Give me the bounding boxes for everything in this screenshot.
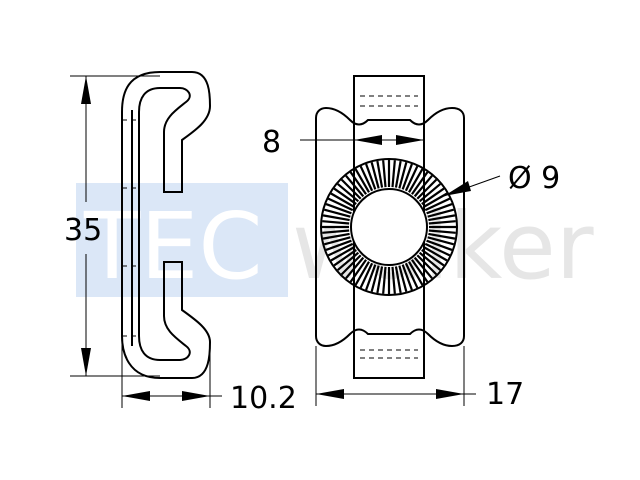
serration-tooth — [327, 242, 354, 257]
serration-tooth — [416, 178, 438, 200]
height-label: 35 — [64, 213, 102, 248]
side-view — [121, 71, 212, 379]
diameter-dimension: Ø 9 — [443, 161, 560, 197]
width-arrow-right — [436, 389, 464, 399]
serrated-washer-outer-edge — [320, 158, 458, 296]
serrated-washer — [322, 160, 456, 294]
height-arrow-bottom — [81, 348, 91, 376]
serration-tooth — [416, 254, 438, 276]
serration-tooth — [428, 220, 456, 225]
serration-tooth — [354, 168, 370, 193]
serration-tooth — [401, 163, 413, 190]
serration-tooth — [330, 246, 355, 262]
serration-tooth — [404, 262, 419, 289]
serration-tooth — [408, 168, 424, 193]
thickness-arrow-right — [182, 391, 210, 401]
serration-tooth — [421, 249, 445, 267]
serration-tooth — [345, 256, 365, 280]
slot-width-arrow-left — [354, 135, 382, 145]
serration-tooth — [418, 183, 442, 203]
serration-tooth — [322, 220, 350, 225]
serration-tooth — [426, 239, 453, 251]
serration-tooth — [336, 183, 360, 203]
serration-tooth — [404, 165, 419, 192]
serration-tooth — [423, 192, 448, 208]
serration-tooth — [423, 246, 448, 262]
serration-tooth — [428, 214, 456, 222]
serration-tooth — [428, 232, 456, 240]
serration-tooth — [391, 160, 396, 188]
serration-tooth — [398, 161, 408, 189]
serration-tooth — [370, 265, 380, 293]
serration-tooth — [370, 161, 380, 189]
serration-tooth — [424, 242, 451, 257]
serration-tooth — [340, 178, 362, 200]
serration-tooth — [418, 251, 442, 271]
serration-tooth — [333, 249, 357, 267]
serration-tooth — [322, 229, 350, 234]
side-view-outer-profile — [121, 71, 212, 379]
serration-tooth — [340, 254, 362, 276]
serration-tooth — [421, 187, 445, 205]
serration-tooth — [376, 160, 384, 188]
serration-tooth — [330, 192, 355, 208]
serration-tooth — [349, 259, 367, 283]
front-view-body-outline — [315, 106, 465, 348]
serration-tooth — [408, 261, 424, 286]
serration-tooth — [359, 262, 374, 289]
serration-tooth — [323, 236, 351, 246]
center-hole — [350, 188, 428, 266]
serration-tooth — [336, 251, 360, 271]
serration-tooth — [327, 197, 354, 212]
serration-tooth — [428, 229, 456, 234]
serration-tooth — [349, 171, 367, 195]
height-arrow-top — [81, 76, 91, 104]
serration-tooth — [345, 174, 365, 198]
thickness-arrow-left — [122, 391, 150, 401]
serration-tooth — [325, 203, 352, 215]
serration-tooth — [333, 187, 357, 205]
diameter-leader-arrow — [444, 181, 471, 196]
serration-tooth — [323, 208, 351, 218]
serration-tooth — [365, 264, 377, 291]
serration-tooth — [394, 160, 402, 188]
serration-tooth — [322, 214, 350, 222]
serration-tooth — [394, 266, 402, 294]
slot-width-label: 8 — [262, 125, 281, 160]
thickness-dimension: 10.2 — [121, 340, 297, 416]
serration-tooth — [413, 174, 433, 198]
serration-tooth — [413, 256, 433, 280]
watermark-brand-text: TEC — [83, 193, 263, 300]
front-view — [315, 75, 465, 379]
serration-tooth — [365, 163, 377, 190]
serration-tooth — [427, 236, 455, 246]
serration-tooth — [382, 160, 387, 188]
serration-tooth — [424, 197, 451, 212]
serration-tooth — [359, 165, 374, 192]
serration-tooth — [398, 265, 408, 293]
slot-width-dimension: 8 — [262, 125, 424, 160]
serration-tooth — [427, 208, 455, 218]
serration-tooth — [376, 266, 384, 294]
thickness-label: 10.2 — [230, 381, 297, 416]
width-arrow-left — [316, 389, 344, 399]
serration-tooth — [325, 239, 352, 251]
serration-tooth — [354, 261, 370, 286]
serration-tooth — [382, 266, 387, 294]
height-dimension: 35 — [64, 75, 160, 377]
slot-width-arrow-right — [396, 135, 424, 145]
width-dimension: 17 — [315, 346, 524, 412]
width-label: 17 — [486, 377, 524, 412]
serration-tooth — [426, 203, 453, 215]
serration-tooth — [411, 259, 429, 283]
serration-tooth — [411, 171, 429, 195]
serration-tooth — [322, 232, 350, 240]
diameter-label: Ø 9 — [508, 161, 560, 196]
serration-tooth — [391, 266, 396, 294]
serration-tooth — [401, 264, 413, 291]
